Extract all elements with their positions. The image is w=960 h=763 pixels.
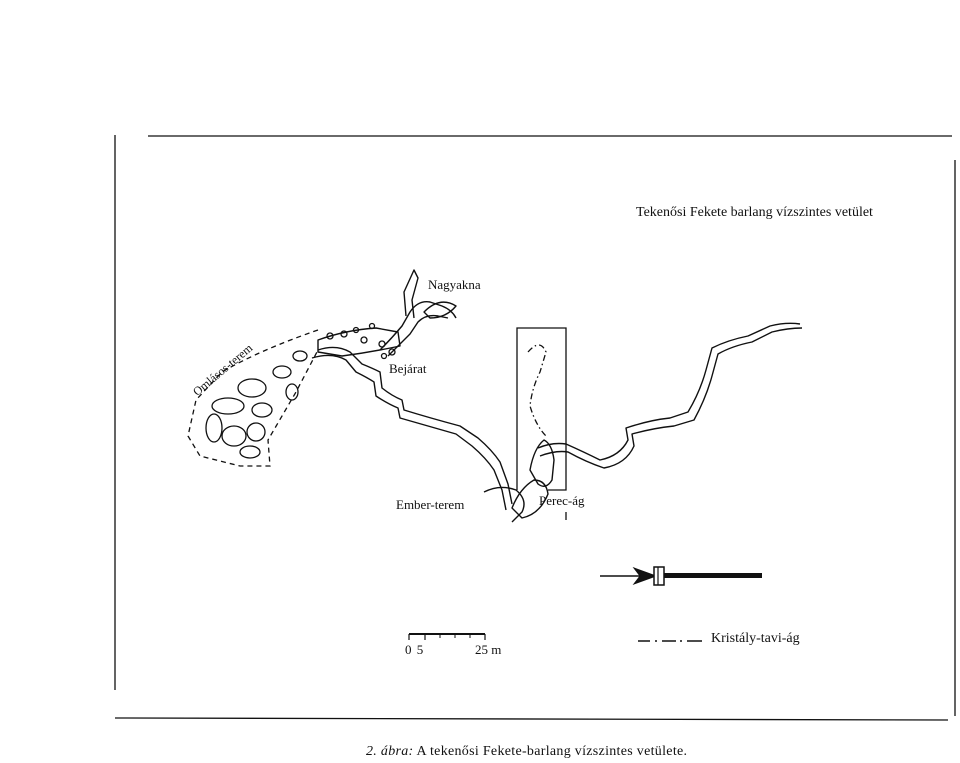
scale-bar-ticks-label: 0 5 [405,642,424,657]
map-frame [114,135,956,721]
map-title: Tekenősi Fekete barlang vízszintes vetül… [636,205,873,220]
cave-passage [311,269,803,523]
legend-kristaly-tavi-ag: Kristály-tavi-ág [711,631,800,646]
figure-label: 2. ábra: [366,744,414,759]
label-ember-terem: Ember-terem [396,497,465,512]
label-bejarat: Bejárat [389,361,427,376]
omlasos-terem-chamber [187,322,396,467]
kristaly-tavi-ag-route [527,344,547,437]
figure-caption: 2. ábra: A tekenősi Fekete-barlang vízsz… [366,744,687,760]
label-nagyakna: Nagyakna [428,277,481,292]
figure-caption-text: A tekenősi Fekete-barlang vízszintes vet… [416,744,688,759]
label-perec-ag: Perec-ág [539,493,585,508]
north-arrow [600,566,762,586]
perec-ag-box [516,327,567,520]
frame-bottom-edge [114,717,949,721]
scale-bar [408,633,486,640]
scale-bar-end-label: 25 m [475,642,502,657]
